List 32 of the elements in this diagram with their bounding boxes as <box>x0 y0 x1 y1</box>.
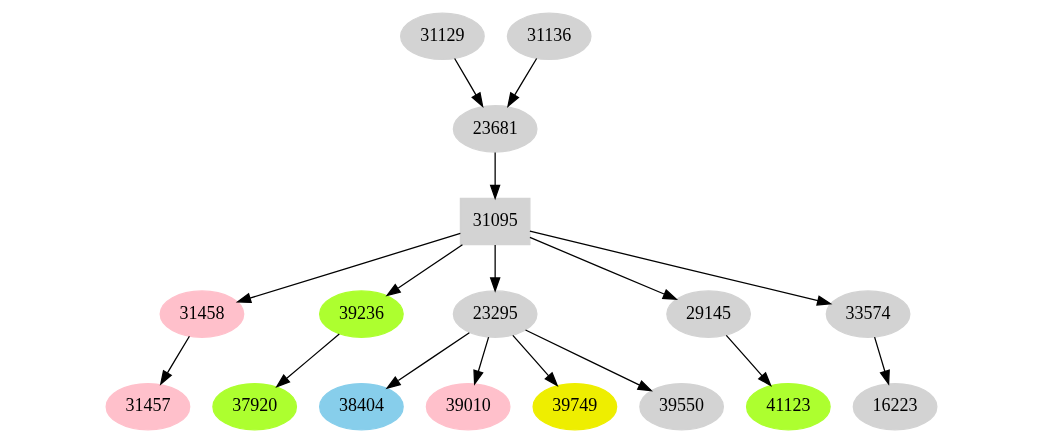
arrow <box>873 336 890 386</box>
arrow <box>453 57 484 108</box>
node-ellipse: 31458 <box>159 290 244 338</box>
node-ellipse: 39236 <box>318 290 404 338</box>
node-ellipse: 41123 <box>745 382 831 431</box>
arrow <box>489 151 501 201</box>
node-ellipse: 29145 <box>665 290 751 338</box>
arrow <box>511 334 559 387</box>
node-ellipse: 39749 <box>531 382 617 431</box>
arrow <box>489 244 501 293</box>
node-ellipse: 23681 <box>452 105 538 153</box>
arrow <box>524 329 653 392</box>
node-ellipse: 16223 <box>852 382 937 431</box>
node-ellipse: 31457 <box>105 382 190 431</box>
arrow <box>274 333 340 388</box>
node-ellipse: 39010 <box>425 382 511 431</box>
arrow <box>528 236 678 300</box>
node-ellipse: 23295 <box>452 290 538 338</box>
arrow <box>159 335 190 386</box>
arrow <box>384 244 463 297</box>
arrow <box>235 232 461 304</box>
arrow <box>725 334 772 387</box>
arrow <box>385 332 470 390</box>
node-ellipse: 33574 <box>825 290 910 338</box>
node-ellipse: 31136 <box>506 12 592 61</box>
arrow <box>528 230 832 306</box>
node-box: 31095 <box>459 197 530 246</box>
arrow <box>506 57 537 108</box>
arrow <box>472 336 489 386</box>
node-ellipse: 31129 <box>399 12 485 61</box>
node-ellipse: 38404 <box>318 382 404 431</box>
node-ellipse: 37920 <box>211 382 297 431</box>
